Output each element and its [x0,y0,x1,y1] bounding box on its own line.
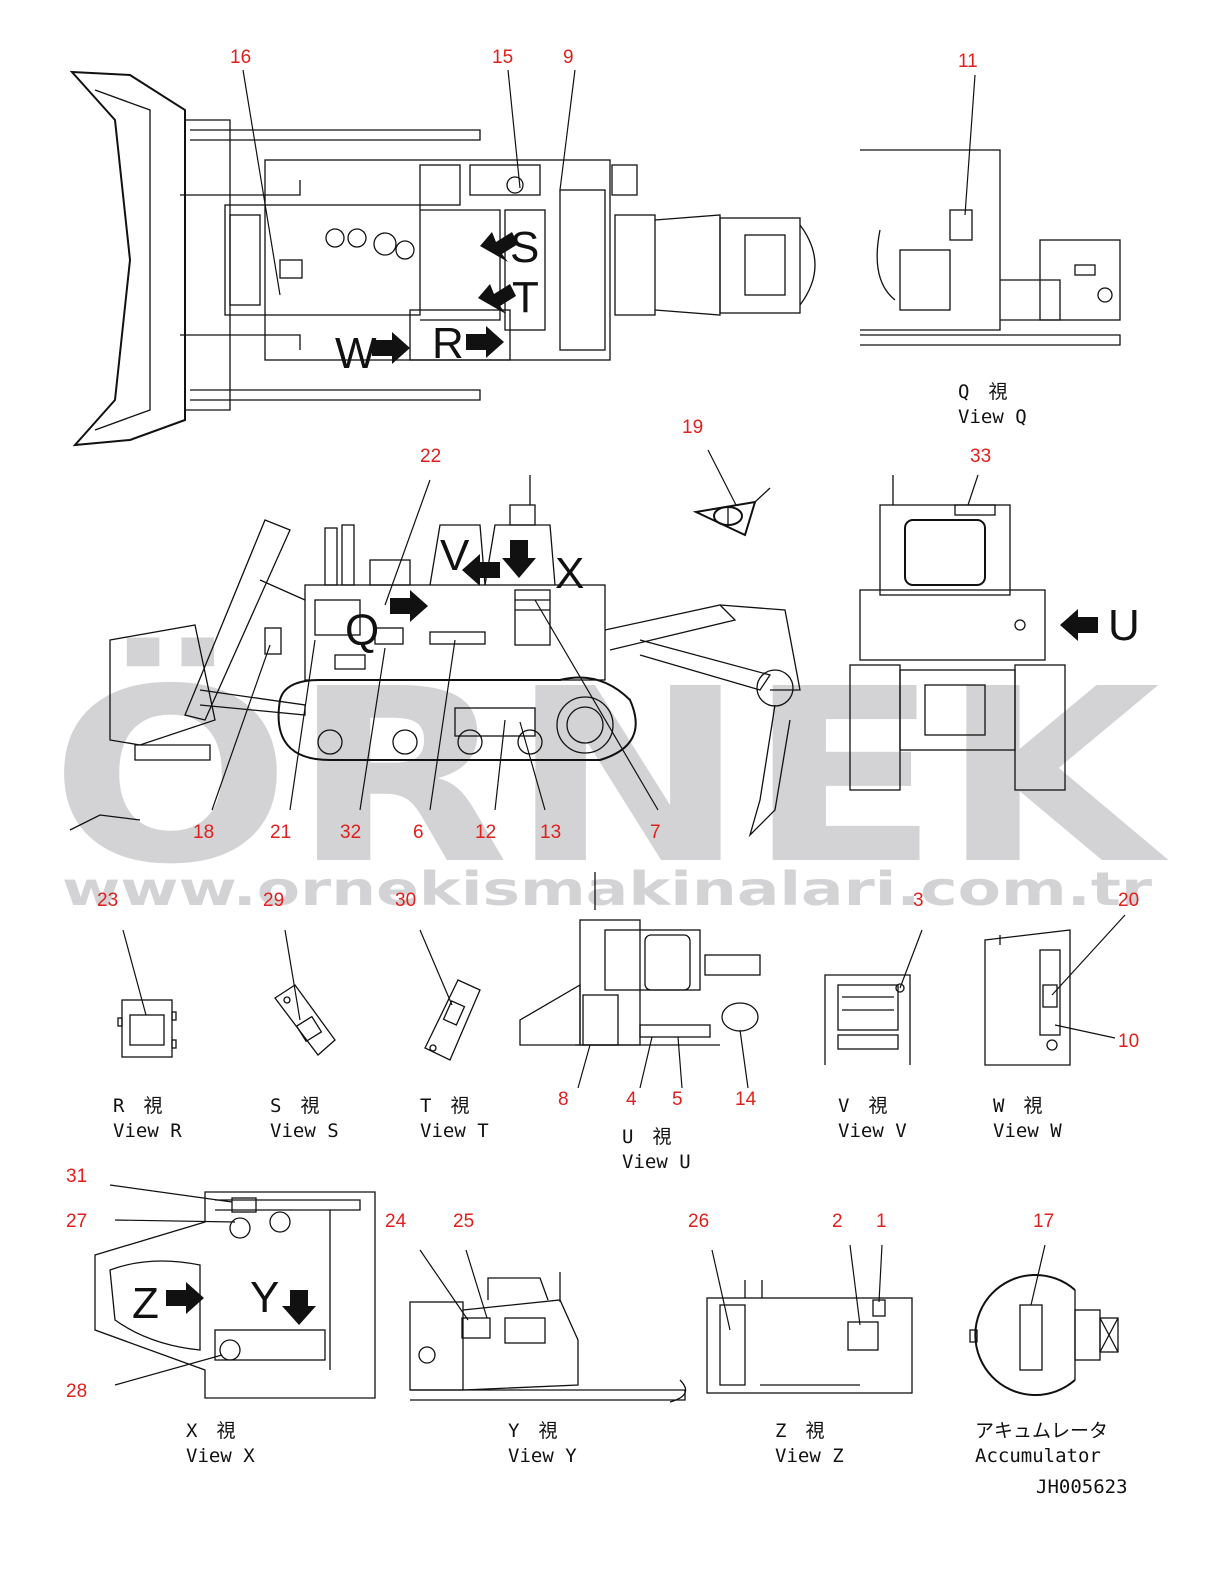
callout-5: 5 [672,1089,683,1110]
callout-25: 25 [453,1211,474,1232]
rear-view-u [849,475,1066,791]
view-q-en: View Q [958,406,1027,428]
view-z-en: View Z [775,1445,844,1467]
view-x-en: View X [186,1445,255,1467]
view-v-en: View V [838,1120,907,1142]
view-acc-en: Accumulator [975,1445,1101,1467]
arrow-y-icon [282,1290,316,1325]
arrow-z-icon [166,1282,204,1314]
callout-14: 14 [735,1089,757,1110]
view-u-drawing [519,872,761,1046]
arrow-v-icon [462,554,500,586]
drawing-code: JH005623 [1036,1476,1128,1498]
view-q-jp: Q 視 [958,381,1007,403]
view-y-jp: Y 視 [508,1420,557,1442]
callout-29: 29 [263,890,284,911]
watermark-url: www.ornekismakinalari.com.tr [62,862,1152,916]
callout-23: 23 [97,890,118,911]
callout-13: 13 [540,822,561,843]
letter-x: X [555,549,584,598]
arrow-q-icon [390,590,428,622]
callout-19: 19 [682,417,703,438]
callout-3: 3 [913,890,924,911]
callout-20: 20 [1118,890,1139,911]
view-t-jp: T 視 [420,1095,469,1117]
letter-r: R [432,319,464,368]
letter-w: W [335,329,377,378]
callout-9: 9 [563,47,574,68]
letter-z: Z [132,1279,159,1328]
letter-y: Y [250,1273,279,1322]
view-r-drawing [117,999,177,1058]
arrow-t-icon [478,284,516,314]
view-z-jp: Z 視 [775,1420,824,1442]
callout-17: 17 [1033,1211,1054,1232]
callout-33: 33 [970,446,991,467]
view-r-jp: R 視 [113,1095,162,1117]
callout-27: 27 [66,1211,87,1232]
view-s-drawing [274,984,336,1056]
view-y-en: View Y [508,1445,577,1467]
letter-s: S [510,223,539,272]
callout-18: 18 [193,822,214,843]
view-x-jp: X 視 [186,1420,235,1442]
arrow-u-icon [1060,609,1098,641]
callout-24: 24 [385,1211,407,1232]
view-v-drawing [824,974,911,1065]
callout-15: 15 [492,47,513,68]
arrow-x-icon [502,540,536,578]
callout-4: 4 [626,1089,637,1110]
view-z-drawing [706,1280,913,1394]
letter-u: U [1108,601,1140,650]
letter-q: Q [345,606,379,655]
view-t-en: View T [420,1120,489,1142]
view-w-jp: W 視 [993,1095,1042,1117]
view-v-jp: V 視 [838,1095,887,1117]
view-u-jp: U 視 [622,1126,671,1148]
accumulator-drawing [969,1274,1119,1396]
callout-1: 1 [876,1211,887,1232]
view-y-drawing [409,1272,687,1403]
callout-31: 31 [66,1166,87,1187]
callout-21: 21 [270,822,291,843]
view-u-en: View U [622,1151,691,1173]
callout-10: 10 [1118,1031,1139,1052]
view-acc-jp: アキュムレータ [975,1420,1108,1442]
callout-30: 30 [395,890,416,911]
callout-8: 8 [558,1089,569,1110]
callout-12: 12 [475,822,496,843]
view-r-en: View R [113,1120,182,1142]
watermark-brand: ÖRNEK [50,636,1169,917]
callout-22: 22 [420,446,441,467]
callout-32: 32 [340,822,361,843]
callout-2: 2 [832,1211,843,1232]
view-w-drawing [984,929,1071,1066]
callout-28: 28 [66,1381,87,1402]
view-x-drawing [94,1191,376,1399]
arrow-s-icon [480,232,518,262]
callout-7: 7 [650,822,661,843]
callouts: 16 15 9 11 19 22 33 18 21 32 6 12 13 7 2… [66,47,1139,1402]
arrow-r-icon [466,326,504,358]
view-w-en: View W [993,1120,1062,1142]
part-19-drawing [692,487,771,537]
callout-11: 11 [958,51,978,72]
letter-t: T [512,273,539,322]
view-s-jp: S 視 [270,1095,319,1117]
callout-16: 16 [230,47,251,68]
arrow-w-icon [372,332,410,364]
watermark: ÖRNEK www.ornekismakinalari.com.tr [50,636,1169,917]
view-q-drawing [860,149,1121,346]
callout-26: 26 [688,1211,709,1232]
view-s-en: View S [270,1120,339,1142]
side-view [69,475,801,838]
callout-6: 6 [413,822,424,843]
leader-lines [109,69,1126,1386]
view-t-drawing [424,979,481,1061]
top-plan-view [69,70,816,447]
